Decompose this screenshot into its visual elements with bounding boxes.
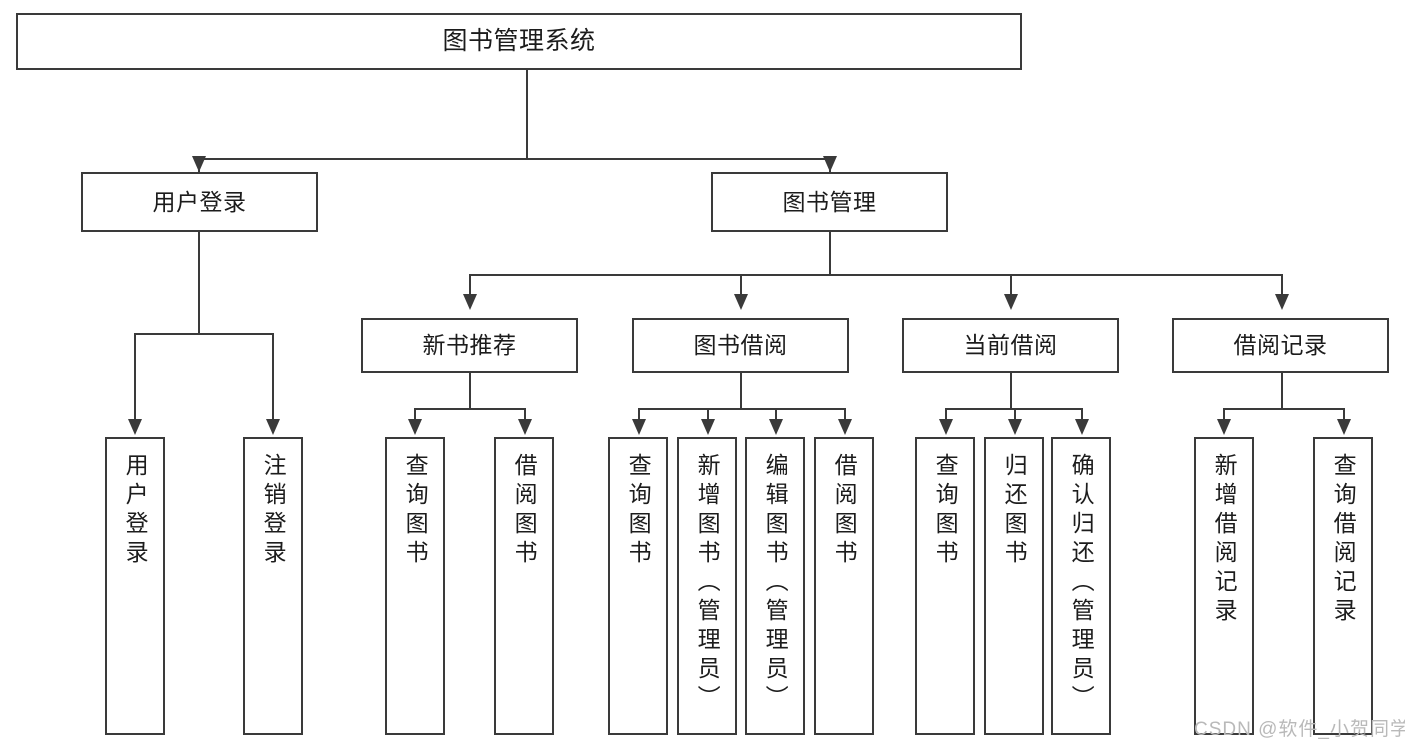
connector-borrow-record-stem	[1281, 373, 1283, 408]
arrowhead-user-login	[192, 156, 206, 172]
node-user-login[interactable]: 用户登录	[81, 172, 318, 232]
leaf-cb-query-book[interactable]: 查询图书	[915, 437, 975, 735]
node-book-borrow[interactable]: 图书借阅	[632, 318, 849, 373]
connector-br-leaf-2	[1343, 408, 1345, 421]
connector-user-login-stem	[198, 232, 200, 333]
node-label: 确认归还（管理员）	[1068, 453, 1095, 714]
node-label: 注销登录	[260, 453, 287, 569]
node-root-system[interactable]: 图书管理系统	[16, 13, 1022, 70]
connector-to-borrow-record	[1281, 274, 1283, 296]
arrowhead-cb-leaf-2	[1008, 419, 1022, 435]
connector-user-login-bar	[134, 333, 272, 335]
node-label: 查询借阅记录	[1330, 453, 1357, 627]
node-book-management[interactable]: 图书管理	[711, 172, 948, 232]
node-label: 用户登录	[122, 453, 149, 569]
arrowhead-br-leaf-1	[1217, 419, 1231, 435]
connector-cb-leaf-3	[1081, 408, 1083, 421]
leaf-br-add-record[interactable]: 新增借阅记录	[1194, 437, 1254, 735]
arrowhead-book-mgmt	[823, 156, 837, 172]
arrowhead-bb-leaf-4	[838, 419, 852, 435]
arrowhead-cb-leaf-3	[1075, 419, 1089, 435]
node-label: 当前借阅	[963, 332, 1058, 359]
leaf-bb-borrow-book[interactable]: 借阅图书	[814, 437, 874, 735]
node-label: 编辑图书（管理员）	[762, 453, 789, 714]
connector-book-borrow-stem	[740, 373, 742, 408]
node-borrow-record[interactable]: 借阅记录	[1172, 318, 1389, 373]
csdn-watermark: CSDN @软件_小贺同学	[1194, 719, 1405, 740]
leaf-logout[interactable]: 注销登录	[243, 437, 303, 735]
leaf-bb-query-book[interactable]: 查询图书	[608, 437, 668, 735]
arrowhead-leaf-user-login	[128, 419, 142, 435]
arrowhead-bb-leaf-2	[701, 419, 715, 435]
leaf-cb-return-book[interactable]: 归还图书	[984, 437, 1044, 735]
connector-new-book-leaf-2	[524, 408, 526, 421]
leaf-bb-add-book-admin[interactable]: 新增图书（管理员）	[677, 437, 737, 735]
connector-new-book-bar	[414, 408, 524, 410]
connector-to-new-book	[469, 274, 471, 296]
arrowhead-borrow-record	[1275, 294, 1289, 310]
connector-bb-leaf-3	[775, 408, 777, 421]
leaf-nb-query-book[interactable]: 查询图书	[385, 437, 445, 735]
connector-book-mgmt-bar	[469, 274, 1281, 276]
node-label: 图书借阅	[693, 332, 788, 359]
node-label: 查询图书	[932, 453, 959, 569]
connector-current-borrow-bar	[945, 408, 1081, 410]
node-label: 查询图书	[625, 453, 652, 569]
arrowhead-bb-leaf-3	[769, 419, 783, 435]
arrowhead-current-borrow	[1004, 294, 1018, 310]
leaf-user-login[interactable]: 用户登录	[105, 437, 165, 735]
connector-new-book-leaf-1	[414, 408, 416, 421]
node-new-book-recommend[interactable]: 新书推荐	[361, 318, 578, 373]
node-label: 用户登录	[152, 188, 247, 215]
leaf-cb-confirm-return-admin[interactable]: 确认归还（管理员）	[1051, 437, 1111, 735]
connector-cb-leaf-2	[1014, 408, 1016, 421]
arrowhead-cb-leaf-1	[939, 419, 953, 435]
arrowhead-leaf-logout	[266, 419, 280, 435]
node-label: 借阅记录	[1233, 332, 1328, 359]
connector-to-book-borrow	[740, 274, 742, 296]
node-label: 新增借阅记录	[1211, 453, 1238, 627]
node-label: 借阅图书	[831, 453, 858, 569]
connector-bb-leaf-2	[707, 408, 709, 421]
arrowhead-nb-leaf-2	[518, 419, 532, 435]
node-label: 查询图书	[402, 453, 429, 569]
node-label: 新书推荐	[422, 332, 517, 359]
connector-current-borrow-stem	[1010, 373, 1012, 408]
connector-to-current-borrow	[1010, 274, 1012, 296]
node-label: 归还图书	[1001, 453, 1028, 569]
connector-bb-leaf-4	[844, 408, 846, 421]
connector-borrow-record-bar	[1223, 408, 1343, 410]
arrowhead-new-book-recommend	[463, 294, 477, 310]
node-label: 图书管理系统	[442, 27, 596, 56]
connector-book-mgmt-stem	[829, 232, 831, 274]
connector-user-login-leaf-2	[272, 333, 274, 421]
arrowhead-nb-leaf-1	[408, 419, 422, 435]
leaf-nb-borrow-book[interactable]: 借阅图书	[494, 437, 554, 735]
connector-br-leaf-1	[1223, 408, 1225, 421]
connector-book-borrow-bar	[638, 408, 844, 410]
connector-user-login-leaf-1	[134, 333, 136, 421]
arrowhead-br-leaf-2	[1337, 419, 1351, 435]
connector-cb-leaf-1	[945, 408, 947, 421]
arrowhead-book-borrow	[734, 294, 748, 310]
node-current-borrow[interactable]: 当前借阅	[902, 318, 1119, 373]
leaf-br-query-record[interactable]: 查询借阅记录	[1313, 437, 1373, 735]
connector-root-bar	[198, 158, 830, 160]
node-label: 图书管理	[782, 188, 877, 215]
connector-new-book-stem	[469, 373, 471, 408]
leaf-bb-edit-book-admin[interactable]: 编辑图书（管理员）	[745, 437, 805, 735]
connector-bb-leaf-1	[638, 408, 640, 421]
node-label: 新增图书（管理员）	[694, 453, 721, 714]
arrowhead-bb-leaf-1	[632, 419, 646, 435]
node-label: 借阅图书	[511, 453, 538, 569]
connector-root-stem	[526, 70, 528, 158]
